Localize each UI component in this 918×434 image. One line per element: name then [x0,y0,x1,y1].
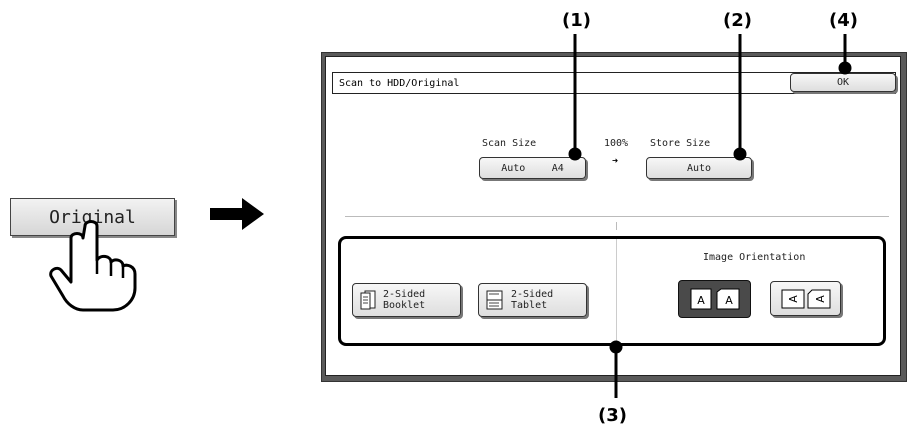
landscape-orientation-button[interactable]: A A [770,281,841,316]
booklet-line-1: 2-Sided [383,289,426,300]
svg-text:A: A [814,294,827,302]
tablet-icon [486,290,503,310]
callout-4: (4) [829,10,858,31]
ratio-label: 100% [604,138,629,149]
scan-size-mode: Auto [501,162,526,174]
image-orientation-label: Image Orientation [703,252,806,263]
store-size-value: Auto [686,162,712,174]
two-sided-booklet-button[interactable]: 2-Sided Booklet [352,283,461,317]
section-divider [345,216,889,217]
screen-title: Scan to HDD/Original [339,77,460,89]
tablet-line-2: Tablet [511,300,548,311]
right-arrow-small-icon: ➜ [612,156,619,167]
scan-size-label: Scan Size [482,138,537,149]
svg-text:A: A [725,294,733,307]
divider-tick [616,222,617,230]
bottom-divider [616,239,617,343]
callout-2: (2) [723,10,752,31]
booklet-icon [360,290,376,310]
portrait-orientation-icon: A A [690,288,739,310]
two-sided-tablet-button[interactable]: 2-Sided Tablet [478,283,587,317]
tablet-line-1: 2-Sided [511,289,554,300]
svg-text:A: A [787,294,800,302]
booklet-label: 2-Sided Booklet [383,289,425,311]
landscape-orientation-icon: A A [781,289,830,308]
svg-text:A: A [697,294,705,307]
store-size-button[interactable]: Auto [646,157,752,179]
callout-4-dot [838,61,852,75]
callout-1-dot [568,147,582,161]
scan-size-value: A4 [551,162,564,174]
tablet-label: 2-Sided Tablet [511,289,553,311]
store-size-label: Store Size [650,138,711,149]
portrait-orientation-button[interactable]: A A [678,280,751,318]
right-arrow-icon [210,198,264,230]
callout-1: (1) [562,10,591,31]
original-key-label: Original [49,206,136,228]
callout-3: (3) [598,405,627,426]
ok-button-label: OK [836,77,850,88]
pointing-hand-icon [49,220,137,312]
booklet-line-2: Booklet [383,300,426,311]
callout-3-dot [609,340,623,354]
scan-size-button[interactable]: Auto A4 [479,157,586,179]
callout-2-dot [733,147,747,161]
